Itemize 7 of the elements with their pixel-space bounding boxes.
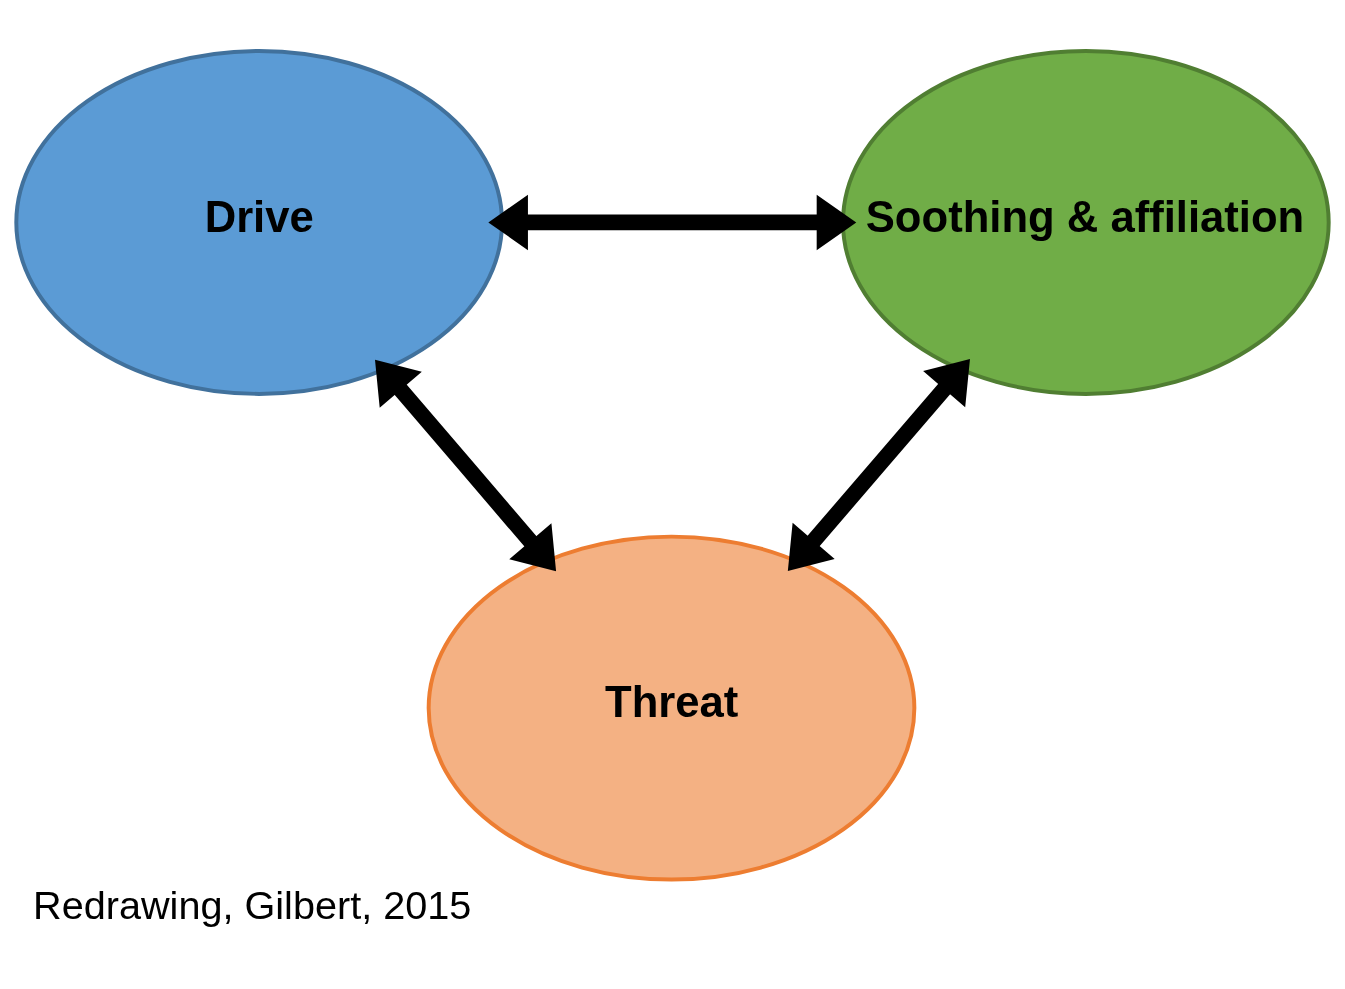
arrow <box>787 358 970 571</box>
arrow <box>488 194 857 250</box>
node-ellipse: Soothing & affiliation <box>841 48 1331 396</box>
node-ellipse: Drive <box>14 48 504 396</box>
node-ellipse: Threat <box>426 534 917 882</box>
arrow <box>375 359 557 571</box>
caption: Redrawing, Gilbert, 2015 <box>33 882 472 927</box>
